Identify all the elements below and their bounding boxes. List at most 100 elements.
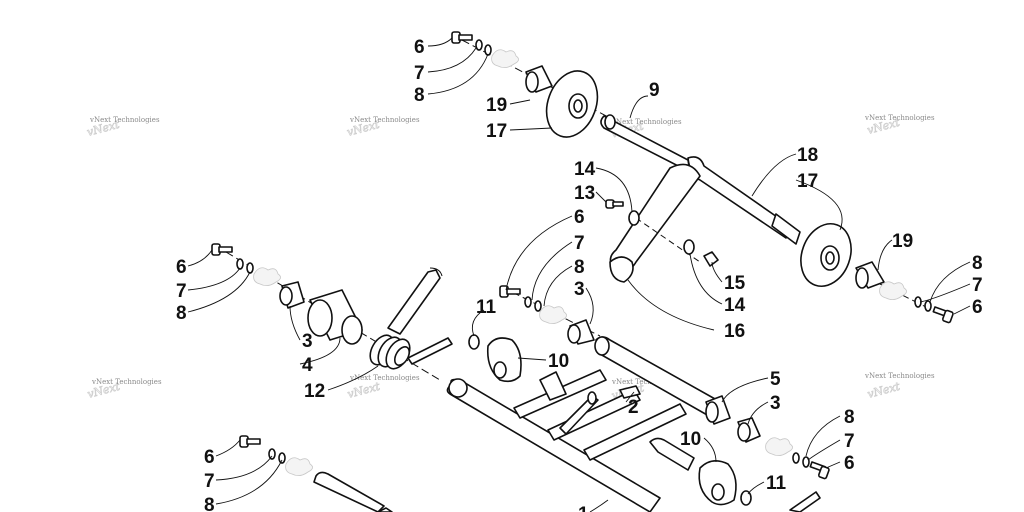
clip-11b (740, 490, 752, 506)
frame-assembly (446, 285, 830, 512)
svg-text:vNext: vNext (866, 380, 902, 401)
watermark-text: vNext Technologies (864, 372, 935, 380)
callout-19-right: 19 (892, 231, 913, 252)
callout-7-mid: 7 (574, 233, 585, 254)
grease-fitting-2 (619, 385, 641, 399)
rear-arm-assembly (600, 114, 954, 324)
callout-9: 9 (649, 80, 660, 101)
watermark-8: vNext vNext Technologies (864, 372, 935, 401)
callout-6-top: 6 (414, 37, 425, 58)
watermark-4: vNext vNext Technologies (864, 114, 935, 137)
leader-lines (187, 37, 971, 512)
lower-tube-stub (649, 437, 695, 471)
wheel-right (800, 223, 852, 287)
callout-14-b: 14 (724, 295, 746, 316)
shaft-end (604, 114, 616, 130)
spacer-right (855, 261, 885, 289)
bolt-br (809, 461, 830, 480)
spring-arm-bottom (789, 491, 821, 512)
watermark-5: vNext vNext Technologies (86, 378, 162, 401)
watermark-1: vNext vNext Technologies (85, 116, 160, 139)
callout-6-bl: 6 (204, 447, 215, 468)
watermark-text: vNext Technologies (89, 116, 160, 124)
callout-8-mid: 8 (574, 257, 585, 278)
callout-1: 1 (578, 504, 589, 512)
watermark-2: vNext vNext Technologies (345, 116, 420, 139)
callout-14-a: 14 (574, 159, 596, 180)
callout-5: 5 (770, 369, 781, 390)
callout-6-left: 6 (176, 257, 187, 278)
callout-8-br: 8 (844, 407, 855, 428)
callout-7-bl: 7 (204, 471, 215, 492)
spacer-3-left (279, 281, 305, 309)
left-spring-assembly (211, 243, 453, 381)
top-wheel-assembly (451, 31, 611, 138)
spacer-top (525, 65, 553, 93)
callout-6-r: 6 (972, 297, 983, 318)
spacer-3-mid (567, 319, 595, 345)
callout-8-r: 8 (972, 253, 983, 274)
bumper-10b (698, 460, 737, 506)
watermark-text: vNext Technologies (349, 374, 420, 382)
washer-14b (683, 239, 695, 255)
upper-shaft-left (600, 115, 691, 173)
callout-18: 18 (797, 145, 818, 166)
watermark-text: vNext Technologies (864, 114, 935, 122)
callout-8-left: 8 (176, 303, 187, 324)
callout-7-left: 7 (176, 281, 187, 302)
bolt-right (932, 306, 954, 324)
nut-15 (703, 251, 719, 267)
callout-3-right: 3 (770, 393, 781, 414)
bolt-bl (239, 435, 261, 448)
callout-6-mid: 6 (574, 207, 585, 228)
callout-16: 16 (724, 321, 745, 342)
callout-17-right: 17 (797, 171, 818, 192)
washer-14a (628, 210, 640, 226)
link-rod (559, 395, 599, 435)
rung-3 (583, 403, 687, 461)
callout-15: 15 (724, 273, 746, 294)
wheel-top (545, 70, 599, 138)
bushing-4 (307, 289, 363, 345)
callout-labels: 6 7 8 19 17 9 18 17 14 1 3 6 7 8 3 19 8 7… (176, 37, 983, 512)
bushing-5 (705, 395, 731, 425)
callout-2: 2 (628, 397, 639, 418)
callout-8-bl: 8 (204, 495, 215, 512)
callout-19-top: 19 (486, 95, 507, 116)
clip-11a (468, 334, 480, 350)
callout-17-top: 17 (486, 121, 507, 142)
callout-10-a: 10 (548, 351, 569, 372)
lock-washer-top (484, 44, 492, 56)
callout-10-b: 10 (680, 429, 701, 450)
bumper-10a (486, 337, 522, 383)
bolt-mid (499, 285, 521, 298)
lever-arm (609, 163, 701, 273)
bolt-13 (605, 199, 624, 209)
watermark-text: vNext Technologies (611, 118, 682, 126)
lower-shaft (313, 471, 385, 512)
callout-3-left: 3 (302, 331, 313, 352)
watermark-text: vNext Technologies (91, 378, 162, 386)
callout-4: 4 (302, 355, 313, 376)
bolt-left (211, 243, 233, 256)
main-tube-1 (446, 378, 661, 512)
callout-11-b: 11 (766, 473, 787, 494)
callout-7-r: 7 (972, 275, 983, 296)
watermark-text: vNext Technologies (349, 116, 420, 124)
callout-8-top: 8 (414, 85, 425, 106)
callout-3-mid: 3 (574, 279, 585, 300)
bolt-top (451, 31, 473, 44)
callout-7-top: 7 (414, 63, 425, 84)
grease-top (491, 49, 519, 68)
torsion-spring-12 (369, 267, 453, 370)
callout-7-br: 7 (844, 431, 855, 452)
grease-right (879, 281, 907, 300)
washer-top (475, 39, 483, 51)
callout-11-a: 11 (476, 297, 497, 318)
callout-12: 12 (304, 381, 325, 402)
bottom-left-assembly (239, 435, 393, 512)
watermark-text: vNext Technologies (611, 378, 682, 386)
spacer-3-right (737, 417, 761, 443)
callout-6-br: 6 (844, 453, 855, 474)
